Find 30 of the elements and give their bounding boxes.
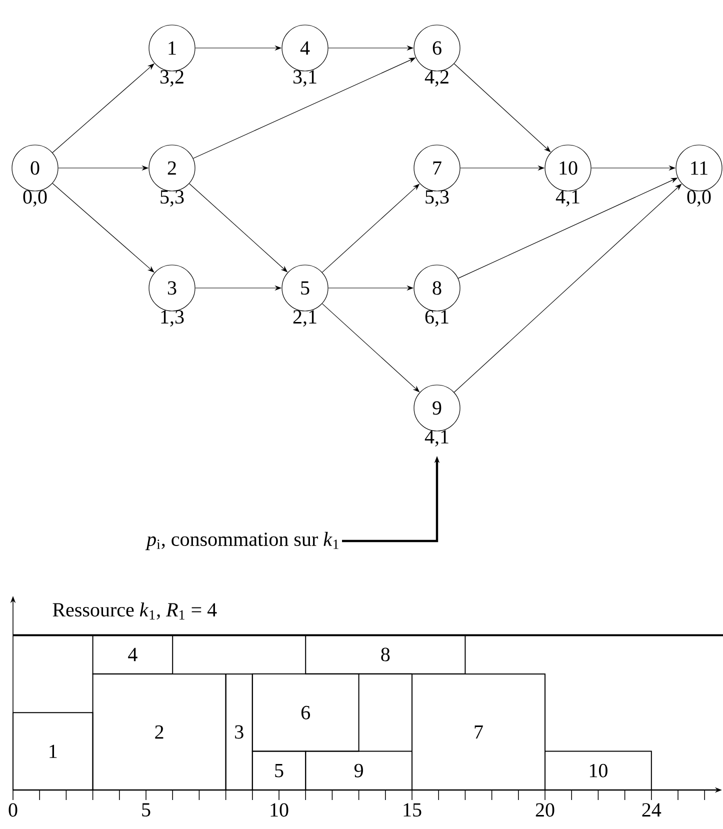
tick-label: 0 bbox=[8, 803, 18, 817]
tick-label: 24 bbox=[642, 803, 662, 816]
task-label: 6,1 bbox=[425, 310, 448, 327]
task-label: 0,0 bbox=[687, 190, 711, 207]
tick-label: 10 bbox=[270, 803, 288, 817]
task-label: 5,3 bbox=[426, 190, 449, 207]
task-bar: 8 bbox=[305, 634, 466, 674]
resource-title: Ressource k$_{1}$, R$_{1}$ = 4 bbox=[52, 602, 217, 620]
tick-label: 15 bbox=[404, 803, 422, 817]
task-label: 2,1 bbox=[293, 310, 316, 327]
task-bar: 6 bbox=[252, 673, 360, 752]
task-bar: 5 bbox=[252, 750, 306, 790]
task-bar: 7 bbox=[412, 673, 546, 791]
task-label: 4,1 bbox=[556, 190, 580, 206]
task-label: 5,3 bbox=[160, 190, 184, 207]
annotation-text: p$_{i}$, consommation sur k$_{1}$ bbox=[145, 532, 338, 550]
tick-label: 5 bbox=[142, 803, 150, 816]
task-bar: 2 bbox=[92, 673, 226, 791]
task-label: 3,1 bbox=[293, 70, 316, 87]
tick-label: 20 bbox=[536, 803, 554, 817]
task-bar: 10 bbox=[544, 750, 652, 790]
task-label: 3,2 bbox=[160, 70, 184, 87]
task-label: 1,3 bbox=[161, 310, 184, 327]
task-bar: 4 bbox=[92, 634, 174, 674]
task-label: 4,2 bbox=[424, 70, 448, 87]
task-label: 4,1 bbox=[424, 430, 448, 446]
task-bar: 9 bbox=[305, 750, 412, 790]
task-bar: 3 bbox=[225, 673, 253, 791]
task-bar: 1 bbox=[12, 712, 94, 790]
task-label: 0,0 bbox=[23, 190, 47, 207]
